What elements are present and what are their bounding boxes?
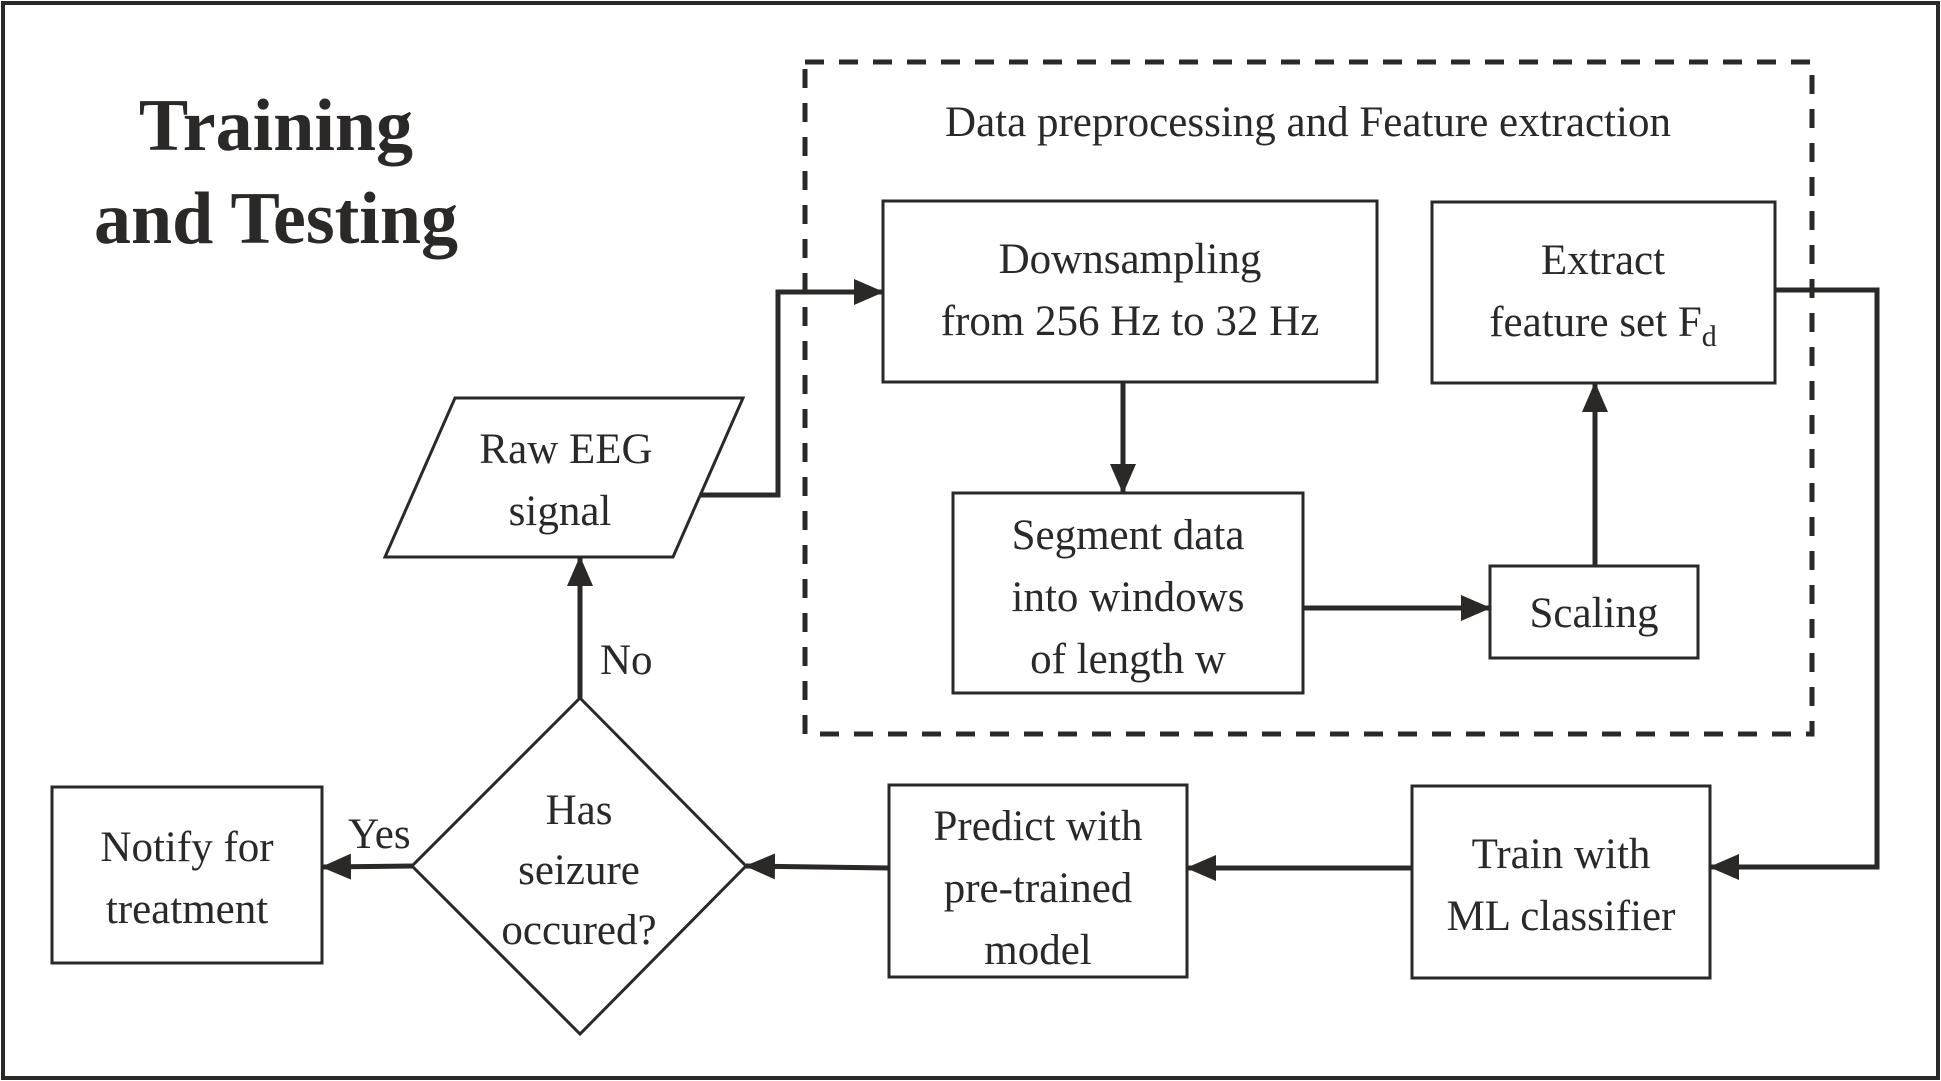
predict-box (887, 783, 1189, 979)
decision-line-3: occured? (501, 907, 656, 954)
node-downsampling: Downsampling from 256 Hz to 32 Hz (881, 199, 1379, 384)
extract-line-2-main: feature set F (1489, 299, 1702, 346)
node-seizure-decision: Has seizure occured? (409, 695, 749, 1037)
preprocessing-group-border (802, 59, 1815, 737)
extract-line-2: feature set Fd (1489, 299, 1717, 353)
diagram-title: Training and Testing (94, 85, 458, 260)
train-line-2: ML classifier (1447, 893, 1676, 940)
node-raw-eeg-signal: Raw EEG signal (382, 396, 746, 559)
preprocessing-group-label: Data preprocessing and Feature extractio… (945, 99, 1671, 146)
extract-line-1: Extract (1541, 237, 1665, 284)
predict-line-1: Predict with (934, 803, 1143, 850)
notify-box (50, 785, 324, 965)
no-edge-label: No (600, 637, 653, 684)
node-notify-treatment: Notify for treatment (50, 785, 324, 965)
downsampling-line-1: Downsampling (999, 236, 1262, 283)
title-line-2: and Testing (94, 178, 458, 260)
segment-box (951, 491, 1305, 695)
node-predict-model: Predict with pre-trained model (887, 783, 1189, 979)
node-scaling: Scaling (1488, 564, 1700, 660)
raw-eeg-line-2: signal (509, 488, 612, 535)
segment-line-3: of length w (1030, 636, 1226, 683)
notify-line-2: treatment (106, 886, 268, 933)
segment-line-1: Segment data (1012, 512, 1245, 559)
scaling-label: Scaling (1530, 590, 1659, 637)
extract-box (1430, 200, 1777, 385)
yes-edge-label: Yes (348, 811, 411, 858)
downsampling-box (881, 199, 1379, 384)
preprocessing-group: Data preprocessing and Feature extractio… (802, 59, 1815, 737)
title-line-1: Training (139, 85, 413, 167)
edge-decision-to-notify (321, 853, 413, 880)
edge-predict-to-decision (745, 853, 890, 880)
extract-feature-subscript: d (1702, 320, 1717, 353)
edge-raweeg-to-downsampling (700, 279, 884, 498)
decision-diamond (409, 695, 749, 1037)
train-box (1410, 784, 1712, 980)
decision-line-2: seizure (518, 847, 640, 894)
decision-line-1: Has (546, 787, 613, 834)
node-train-classifier: Train with ML classifier (1410, 784, 1712, 980)
edge-extract-to-train (1709, 287, 1880, 880)
predict-line-3: model (984, 927, 1092, 974)
downsampling-line-2: from 256 Hz to 32 Hz (941, 298, 1320, 345)
scaling-box (1488, 564, 1700, 660)
predict-line-2: pre-trained (944, 865, 1133, 912)
notify-line-1: Notify for (100, 824, 273, 871)
node-extract-features: Extract feature set Fd (1430, 200, 1777, 385)
raw-eeg-parallelogram (382, 396, 746, 559)
train-line-1: Train with (1472, 831, 1651, 878)
raw-eeg-line-1: Raw EEG (479, 426, 652, 473)
node-segment-data: Segment data into windows of length w (951, 491, 1305, 695)
segment-line-2: into windows (1012, 574, 1245, 621)
